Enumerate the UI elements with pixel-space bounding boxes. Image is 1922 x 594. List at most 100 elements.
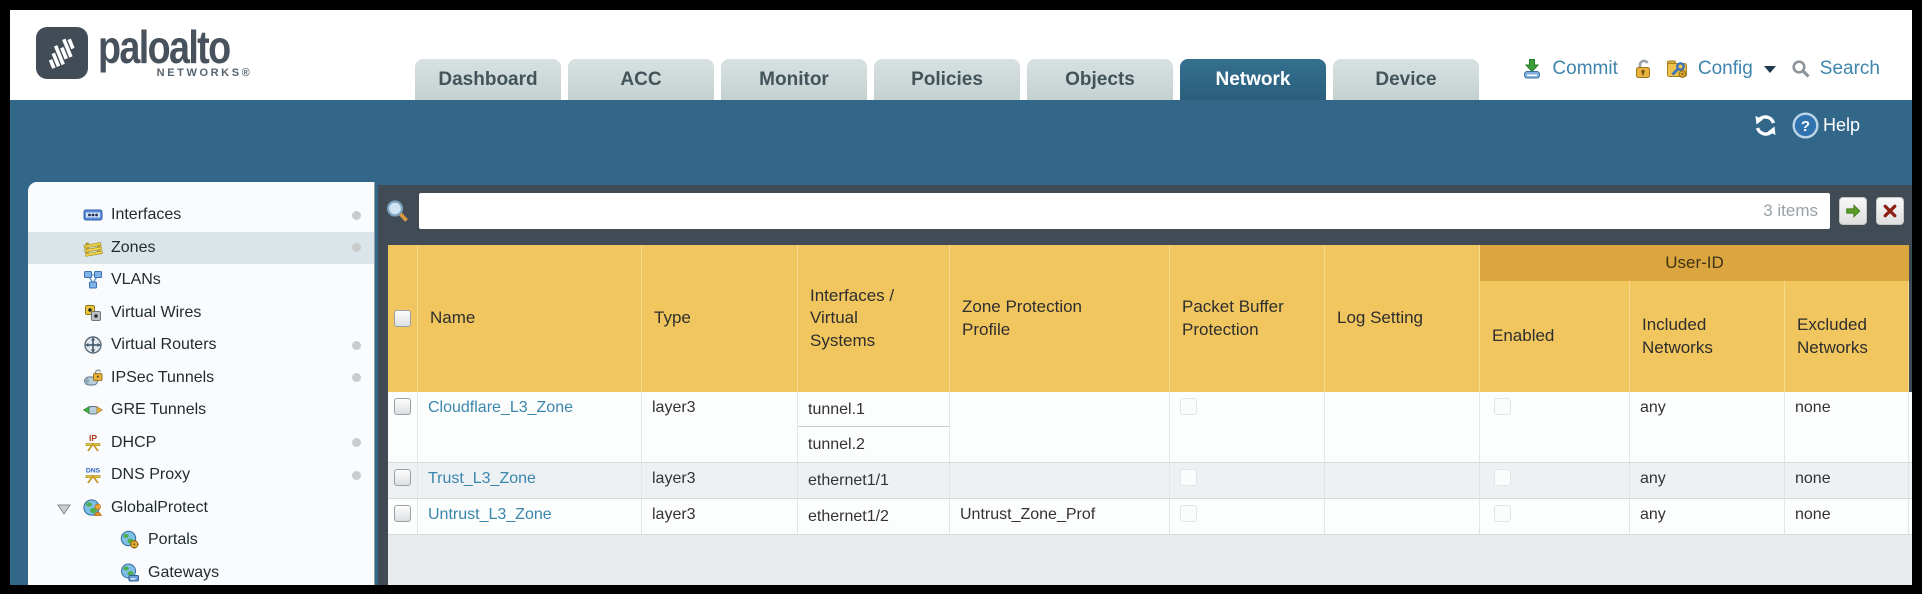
tab-policies[interactable]: Policies <box>874 59 1020 100</box>
tab-monitor[interactable]: Monitor <box>721 59 867 100</box>
filter-bar: 3 items <box>385 192 1904 230</box>
zone-name-cell: Untrust_L3_Zone <box>418 499 642 534</box>
user-id-enabled-checkbox <box>1494 469 1511 486</box>
item-dot <box>352 210 361 220</box>
zone-name-link[interactable]: Trust_L3_Zone <box>428 470 536 487</box>
user-id-enabled-cell <box>1480 463 1630 498</box>
sidebar-item-label: DNS Proxy <box>111 466 191 484</box>
row-select-cell <box>388 463 418 498</box>
config-icon[interactable] <box>1666 58 1689 80</box>
column-header-name[interactable]: Name <box>418 245 642 392</box>
commit-button[interactable]: Commit <box>1552 58 1618 79</box>
brand-name: paloalto <box>98 21 231 73</box>
column-header-log-setting[interactable]: Log Setting <box>1325 245 1480 392</box>
sidebar-item-label: Virtual Routers <box>111 336 217 354</box>
tab-dashboard[interactable]: Dashboard <box>415 59 561 100</box>
search-button[interactable]: Search <box>1819 58 1880 79</box>
column-header-zone-protection-profile[interactable]: Zone Protection Profile <box>950 245 1170 392</box>
packet-buffer-checkbox <box>1180 505 1197 522</box>
packet-buffer-protection-cell <box>1170 463 1325 498</box>
tab-objects[interactable]: Objects <box>1027 59 1173 100</box>
row-checkbox[interactable] <box>394 469 411 486</box>
globalprotect-icon <box>83 498 103 518</box>
column-header-type[interactable]: Type <box>642 245 798 392</box>
sidebar-item-virtual-wires[interactable]: Virtual Wires <box>28 297 374 330</box>
interfaces-cell: ethernet1/2 <box>798 499 950 534</box>
zone-protection-profile-cell: Untrust_Zone_Prof <box>950 499 1170 534</box>
sidebar-item-portals[interactable]: Portals <box>28 524 374 557</box>
sidebar-item-gateways[interactable]: Gateways <box>28 557 374 586</box>
packet-buffer-checkbox <box>1180 469 1197 486</box>
sidebar-item-zones[interactable]: Zones <box>28 231 374 264</box>
sidebar-item-ipsec-tunnels[interactable]: IPSec Tunnels <box>28 362 374 395</box>
green-arrow-icon <box>1846 204 1861 218</box>
tab-device[interactable]: Device <box>1333 59 1479 100</box>
zone-name-link[interactable]: Cloudflare_L3_Zone <box>428 399 573 416</box>
vlans-icon <box>83 270 103 290</box>
apply-filter-button[interactable] <box>1839 197 1867 225</box>
packet-buffer-checkbox <box>1180 398 1197 415</box>
zone-name-link[interactable]: Untrust_L3_Zone <box>428 506 552 523</box>
user-id-enabled-checkbox <box>1494 505 1511 522</box>
help-icon: ? <box>1792 112 1819 139</box>
row-select-cell <box>388 499 418 534</box>
included-networks-cell: any <box>1630 499 1785 534</box>
excluded-networks-cell: none <box>1785 392 1909 462</box>
lock-icon[interactable] <box>1633 58 1653 80</box>
sidebar-item-dns-proxy[interactable]: DNS DNS Proxy <box>28 459 374 492</box>
column-header-included-networks[interactable]: Included Networks <box>1630 281 1785 392</box>
interface-entry: ethernet1/2 <box>808 508 889 525</box>
zone-type-cell: layer3 <box>642 392 798 462</box>
filter-input[interactable] <box>419 193 1830 229</box>
row-checkbox[interactable] <box>394 398 411 415</box>
virtual-wires-icon <box>83 303 103 323</box>
select-all-checkbox[interactable] <box>394 310 411 327</box>
config-button[interactable]: Config <box>1697 58 1753 79</box>
gre-tunnels-icon <box>82 400 104 420</box>
tab-acc[interactable]: ACC <box>568 59 714 100</box>
commit-icon[interactable] <box>1521 58 1543 80</box>
expander-triangle-icon[interactable] <box>57 502 71 520</box>
item-dot <box>352 340 361 350</box>
refresh-icon[interactable] <box>1752 113 1779 138</box>
gateways-icon <box>120 563 140 583</box>
user-id-enabled-cell <box>1480 392 1630 462</box>
clear-filter-button[interactable] <box>1876 197 1904 225</box>
column-header-packet-buffer-protection[interactable]: Packet Buffer Protection <box>1170 245 1325 392</box>
sidebar-item-label: Portals <box>148 531 198 549</box>
zones-icon <box>83 238 103 258</box>
column-header-excluded-networks[interactable]: Excluded Networks <box>1785 281 1909 392</box>
zone-protection-profile-cell <box>950 392 1170 462</box>
column-header-enabled[interactable]: Enabled <box>1480 281 1630 392</box>
column-header-interfaces[interactable]: Interfaces / Virtual Systems <box>798 245 950 392</box>
search-icon[interactable] <box>1791 59 1811 79</box>
help-button[interactable]: ? Help <box>1792 112 1860 139</box>
chevron-down-icon[interactable] <box>1763 65 1776 73</box>
log-setting-cell <box>1325 463 1480 498</box>
svg-text:DNS: DNS <box>86 468 101 475</box>
ipsec-tunnels-icon <box>83 368 103 388</box>
sidebar-item-virtual-routers[interactable]: Virtual Routers <box>28 329 374 362</box>
column-header-select[interactable] <box>388 245 418 392</box>
sidebar-item-gre-tunnels[interactable]: GRE Tunnels <box>28 394 374 427</box>
row-checkbox[interactable] <box>394 505 411 522</box>
sidebar-item-label: Virtual Wires <box>111 303 202 321</box>
portals-icon <box>120 530 140 550</box>
tab-network[interactable]: Network <box>1180 59 1326 100</box>
sidebar-item-interfaces[interactable]: Interfaces <box>28 199 374 232</box>
paloalto-logo: paloalto NETWORKS® <box>36 21 258 79</box>
sidebar-item-globalprotect[interactable]: GlobalProtect <box>28 492 374 525</box>
sidebar-item-vlans[interactable]: VLANs <box>28 264 374 297</box>
row-select-cell <box>388 392 418 462</box>
excluded-networks-cell: none <box>1785 463 1909 498</box>
help-toolbar: ? Help <box>1752 112 1860 139</box>
